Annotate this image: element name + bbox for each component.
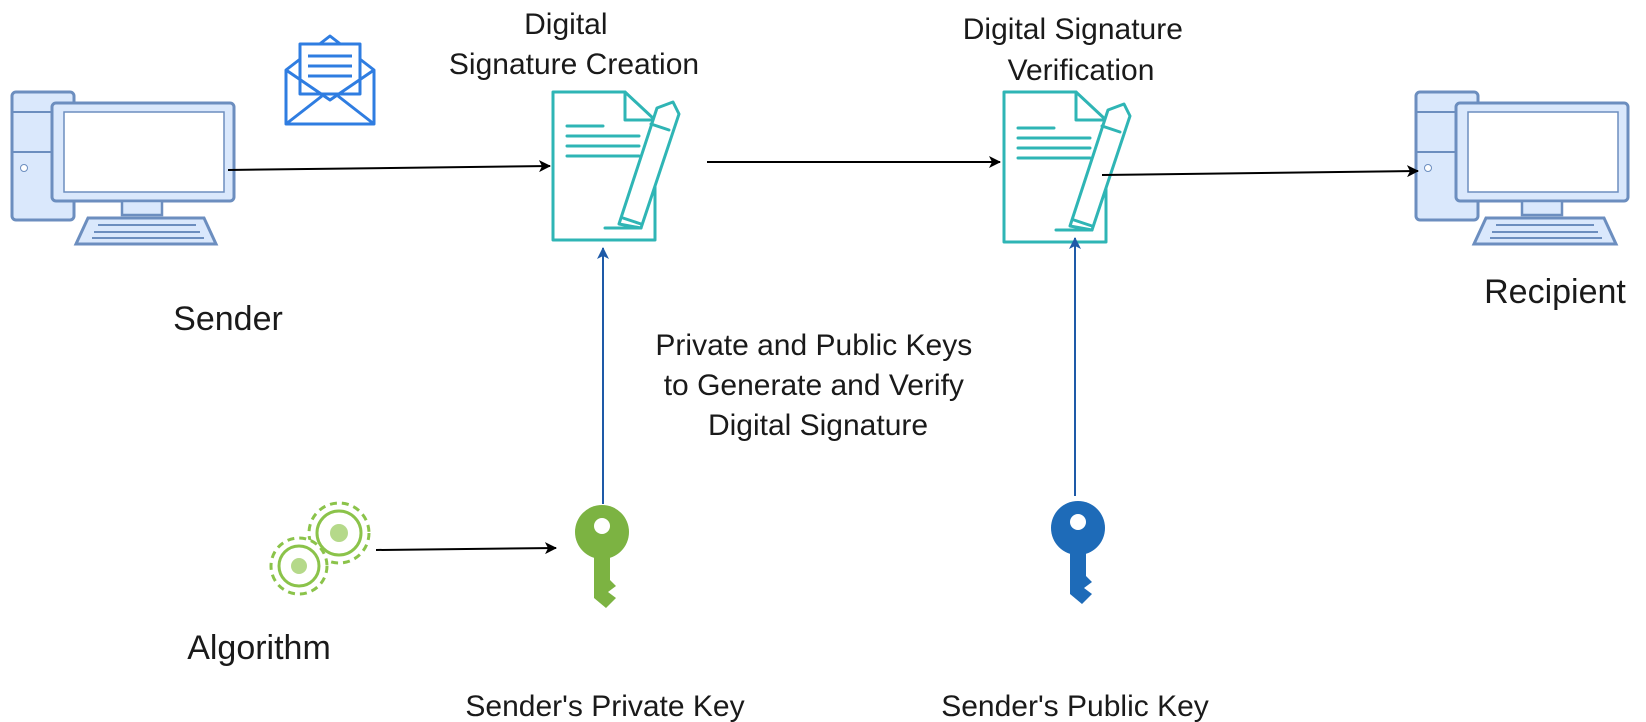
public-key-label: Sender's Public Key: [941, 690, 1209, 722]
verification-to-recipient-arrow: [1101, 165, 1419, 178]
verification-label-line: Digital Signature: [963, 13, 1183, 46]
sender-label: Sender: [173, 300, 283, 338]
gears-icon: [269, 501, 371, 596]
signed-document-icon: [551, 90, 681, 242]
recipient-label: Recipient: [1484, 273, 1626, 311]
keys-note-line: Digital Signature: [708, 409, 928, 442]
algorithm-label: Algorithm: [187, 629, 331, 667]
sender-to-creation-arrow: [227, 160, 551, 173]
key-icon: [575, 505, 629, 608]
private-key-label: Sender's Private Key: [465, 690, 744, 722]
keys-note-label: Private and Public Keys to Generate and …: [655, 329, 980, 442]
keys-note-line: Private and Public Keys: [655, 329, 972, 362]
recipient-computer-icon: [1414, 90, 1630, 246]
keys-note-line: to Generate and Verify: [664, 369, 964, 402]
signed-document-icon: [1002, 90, 1132, 244]
open-envelope-icon: [284, 34, 376, 126]
creation-label: Digital Signature Creation: [449, 8, 699, 81]
verification-label: Digital Signature Verification: [963, 13, 1191, 87]
algorithm-to-private-key-arrow: [375, 542, 557, 555]
sender-computer-icon: [10, 90, 236, 246]
creation-label-line: Signature Creation: [449, 48, 699, 81]
creation-label-line: Digital: [524, 8, 607, 41]
key-icon: [1051, 501, 1105, 604]
verification-label-line: Verification: [1008, 54, 1155, 87]
